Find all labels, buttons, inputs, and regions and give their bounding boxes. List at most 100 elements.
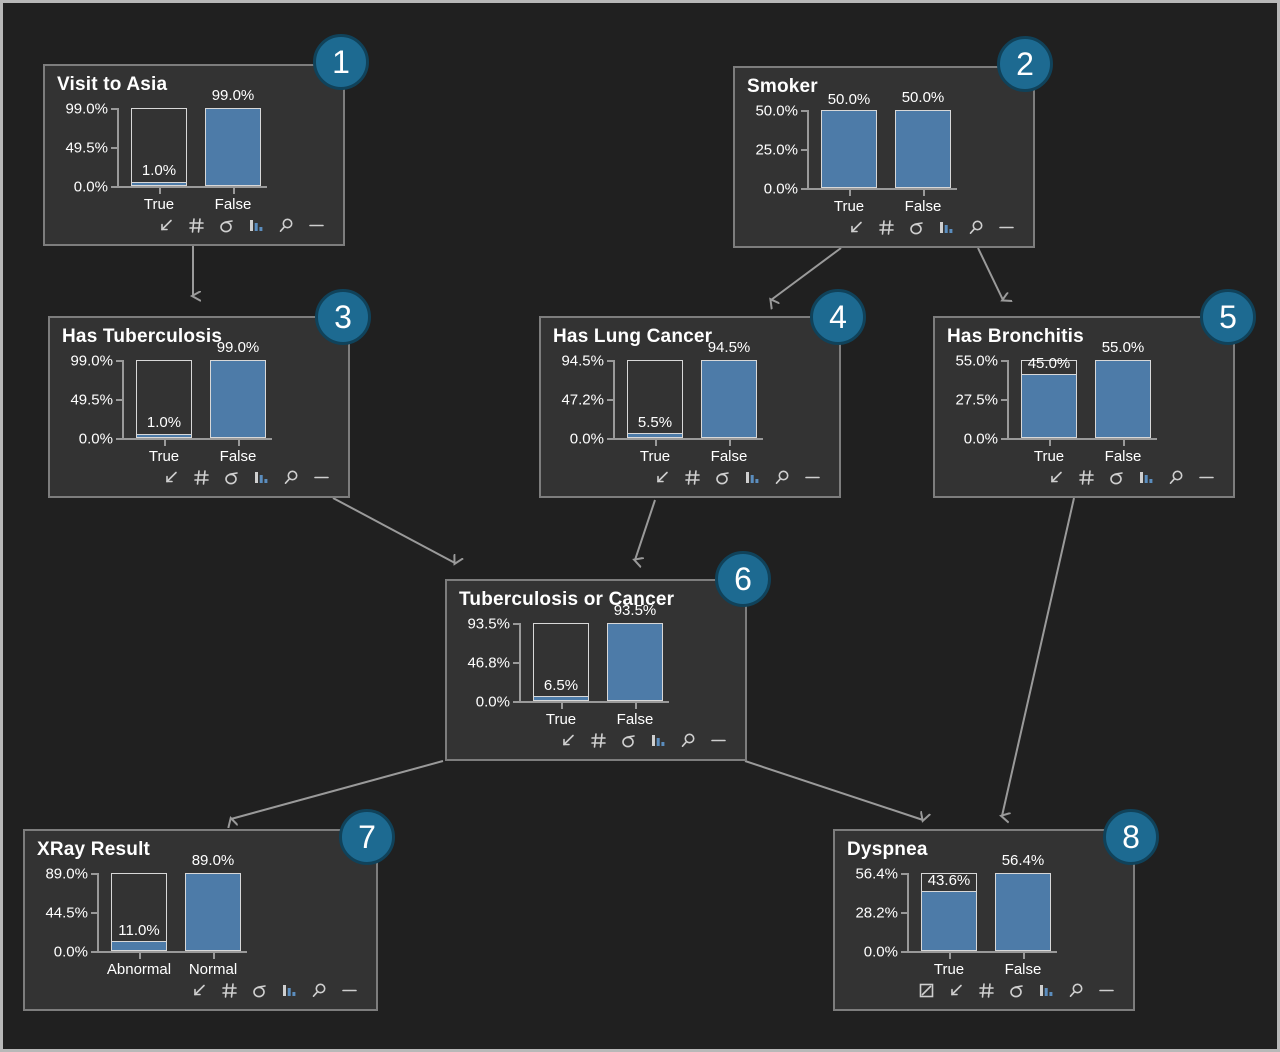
node-toolbar[interactable] xyxy=(158,217,325,234)
magnifier-icon[interactable] xyxy=(1068,982,1085,999)
bar-false[interactable] xyxy=(205,108,261,186)
magnifier-icon[interactable] xyxy=(968,219,985,236)
sigma-icon[interactable] xyxy=(1108,469,1125,486)
node-badge-2[interactable]: 2 xyxy=(997,36,1053,92)
magnifier-icon[interactable] xyxy=(283,469,300,486)
magnifier-icon[interactable] xyxy=(311,982,328,999)
magnifier-icon[interactable] xyxy=(774,469,791,486)
node-badge-8[interactable]: 8 xyxy=(1103,809,1159,865)
collapse-arrow-icon[interactable] xyxy=(948,982,965,999)
bar-outline-abnormal[interactable] xyxy=(111,873,167,951)
node-toolbar[interactable] xyxy=(848,219,1015,236)
bar-chart-icon[interactable] xyxy=(1138,469,1155,486)
grid-icon[interactable] xyxy=(590,732,607,749)
bar-true[interactable] xyxy=(627,433,683,438)
minus-icon[interactable] xyxy=(998,219,1015,236)
bar-false[interactable] xyxy=(995,873,1051,951)
sigma-icon[interactable] xyxy=(223,469,240,486)
magnifier-icon[interactable] xyxy=(1168,469,1185,486)
node-badge-3[interactable]: 3 xyxy=(315,289,371,345)
bar-abnormal[interactable] xyxy=(111,941,167,951)
bar-value-label: 1.0% xyxy=(146,414,182,431)
sigma-icon[interactable] xyxy=(251,982,268,999)
sigma-icon[interactable] xyxy=(218,217,235,234)
minus-icon[interactable] xyxy=(1198,469,1215,486)
node-toolbar[interactable] xyxy=(191,982,358,999)
bar-chart-icon[interactable] xyxy=(938,219,955,236)
collapse-arrow-icon[interactable] xyxy=(163,469,180,486)
node-toolbar[interactable] xyxy=(163,469,330,486)
bar-chart-icon[interactable] xyxy=(650,732,667,749)
node-toolbar[interactable] xyxy=(918,982,1115,999)
grid-icon[interactable] xyxy=(221,982,238,999)
node-badge-6[interactable]: 6 xyxy=(715,551,771,607)
bar-chart-icon[interactable] xyxy=(248,217,265,234)
node-toolbar[interactable] xyxy=(560,732,727,749)
grid-icon[interactable] xyxy=(1078,469,1095,486)
magnifier-icon[interactable] xyxy=(680,732,697,749)
minus-icon[interactable] xyxy=(1098,982,1115,999)
bar-true[interactable] xyxy=(921,891,977,951)
sigma-icon[interactable] xyxy=(714,469,731,486)
minus-icon[interactable] xyxy=(313,469,330,486)
collapse-arrow-icon[interactable] xyxy=(654,469,671,486)
bar-chart-icon[interactable] xyxy=(281,982,298,999)
grid-icon[interactable] xyxy=(684,469,701,486)
minus-icon[interactable] xyxy=(710,732,727,749)
bar-false[interactable] xyxy=(895,110,951,188)
bar-chart-icon[interactable] xyxy=(744,469,761,486)
grid-icon[interactable] xyxy=(188,217,205,234)
grid-icon[interactable] xyxy=(193,469,210,486)
bar-true[interactable] xyxy=(1021,374,1077,438)
bar-false[interactable] xyxy=(701,360,757,438)
node-badge-1[interactable]: 1 xyxy=(313,34,369,90)
minus-icon[interactable] xyxy=(308,217,325,234)
node-toolbar[interactable] xyxy=(654,469,821,486)
node-badge-7[interactable]: 7 xyxy=(339,809,395,865)
collapse-arrow-icon[interactable] xyxy=(560,732,577,749)
bar-true[interactable] xyxy=(131,182,187,186)
bar-true[interactable] xyxy=(533,696,589,701)
bar-true[interactable] xyxy=(821,110,877,188)
sigma-icon[interactable] xyxy=(908,219,925,236)
magnifier-icon[interactable] xyxy=(278,217,295,234)
bar-false[interactable] xyxy=(210,360,266,438)
collapse-arrow-icon[interactable] xyxy=(158,217,175,234)
collapse-arrow-icon[interactable] xyxy=(1048,469,1065,486)
sigma-icon[interactable] xyxy=(620,732,637,749)
bar-normal[interactable] xyxy=(185,873,241,951)
grid-icon[interactable] xyxy=(978,982,995,999)
minus-icon[interactable] xyxy=(341,982,358,999)
node-badge-4[interactable]: 4 xyxy=(810,289,866,345)
node-badge-5[interactable]: 5 xyxy=(1200,289,1256,345)
node-toolbar[interactable] xyxy=(1048,469,1215,486)
grid-icon[interactable] xyxy=(878,219,895,236)
bar-true[interactable] xyxy=(136,434,192,438)
bar-false[interactable] xyxy=(1095,360,1151,438)
bar-chart-icon[interactable] xyxy=(253,469,270,486)
bar-false[interactable] xyxy=(607,623,663,701)
collapse-arrow-icon[interactable] xyxy=(191,982,208,999)
sigma-icon[interactable] xyxy=(1008,982,1025,999)
minus-icon[interactable] xyxy=(804,469,821,486)
bar-chart-icon[interactable] xyxy=(1038,982,1055,999)
select-box-icon[interactable] xyxy=(918,982,935,999)
collapse-arrow-icon[interactable] xyxy=(848,219,865,236)
